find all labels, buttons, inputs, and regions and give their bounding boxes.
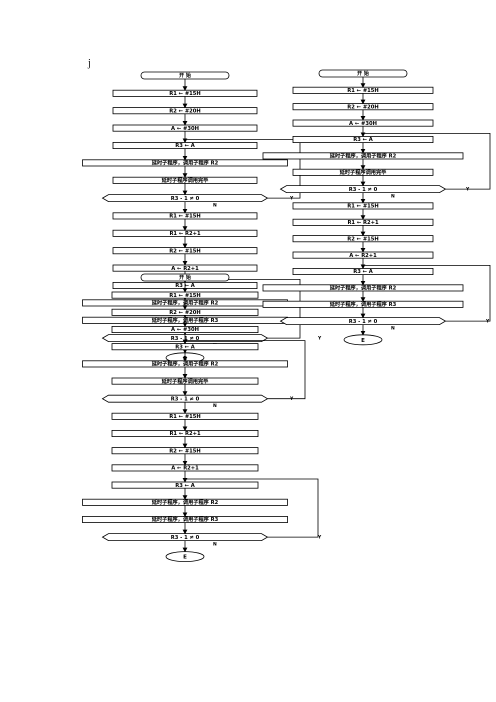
- process-label: R1 ← #15H: [169, 293, 200, 299]
- yes-label: Y: [289, 396, 294, 402]
- process-label: A ← #30H: [171, 327, 199, 333]
- process-label: R1 ← #15H: [347, 204, 378, 210]
- yes-label: Y: [289, 196, 294, 202]
- process-label: 延时子程序调用完毕: [161, 377, 210, 385]
- yes-label: Y: [465, 187, 470, 193]
- loop-back-line: [363, 132, 491, 190]
- loop-back-line: [363, 264, 491, 322]
- flowchart-right: 开 始 R1 ← #15H R2 ← #20H A ← #30H R3 ← A 延时子程序…: [262, 69, 491, 346]
- process-label: R1 ← #15H: [347, 88, 378, 94]
- end-label: E: [183, 555, 187, 561]
- process-label: R1 ← #15H: [169, 414, 200, 420]
- no-label: N: [213, 203, 217, 209]
- process-label: R2 ← #15H: [169, 448, 200, 454]
- loop-back-line: [185, 278, 301, 339]
- process-label: R3 ← A: [353, 269, 373, 275]
- process-label: R1 ← R2+1: [347, 220, 379, 226]
- end-label: E: [361, 338, 365, 344]
- process-label: R1 ← #15H: [169, 91, 200, 97]
- loop-back-line: [185, 340, 306, 400]
- no-label: N: [391, 194, 395, 200]
- yes-label: Y: [317, 535, 322, 541]
- process-label: A ← R2+1: [171, 266, 199, 272]
- process-label: 延时子程序，调用子程序 R3: [151, 515, 219, 523]
- process-label: 延时子程序，调用子程序 R3: [329, 300, 397, 308]
- decision-label: R3 - 1 ≠ 0: [171, 535, 200, 541]
- no-label: N: [213, 403, 217, 409]
- loop-back-line: [185, 138, 301, 199]
- yes-label: Y: [317, 336, 322, 342]
- decision-label: R3 - 1 ≠ 0: [349, 319, 378, 325]
- process-label: A ← R2+1: [349, 253, 377, 259]
- process-label: 延时子程序调用完毕: [161, 176, 210, 184]
- process-label: R2 ← #20H: [347, 104, 378, 110]
- stray-mark: j: [88, 58, 91, 69]
- process-label: R3 ← A: [175, 344, 195, 350]
- no-label: N: [391, 326, 395, 332]
- start-label: 开 始: [179, 72, 191, 79]
- process-label: R2 ← #20H: [169, 310, 200, 316]
- process-label: 延时子程序，调用子程序 R2: [151, 159, 219, 167]
- process-label: R2 ← #15H: [347, 236, 378, 242]
- start-label: 开 始: [357, 70, 369, 77]
- loop-back-line: [185, 478, 319, 538]
- decision-label: R3 - 1 ≠ 0: [349, 187, 378, 193]
- process-label: 延时子程序，调用子程序 R2: [151, 360, 219, 368]
- process-label: R2 ← #15H: [169, 248, 200, 254]
- process-label: R3 ← A: [175, 483, 195, 489]
- process-label: 延时子程序，调用子程序 R2: [329, 284, 397, 292]
- process-label: 延时子程序，调用子程序 R2: [329, 152, 397, 160]
- process-label: R3 ← A: [175, 143, 195, 149]
- yes-label: Y: [485, 319, 490, 325]
- process-label: A ← #30H: [349, 121, 377, 127]
- process-label: R3 ← A: [353, 137, 373, 143]
- process-label: R1 ← #15H: [169, 214, 200, 220]
- process-label: A ← R2+1: [171, 466, 199, 472]
- no-label: N: [213, 542, 217, 548]
- flowchart-left-bottom: 开 始 R1 ← #15H R2 ← #20H A ← #30H R3 ← A 延时子程序…: [82, 273, 322, 562]
- process-label: A ← #30H: [171, 126, 199, 132]
- process-label: R2 ← #20H: [169, 108, 200, 114]
- process-label: 延时子程序，调用子程序 R2: [151, 498, 219, 506]
- decision-label: R3 - 1 ≠ 0: [171, 397, 200, 403]
- process-label: R1 ← R2+1: [169, 231, 201, 237]
- process-label: 延时子程序调用完毕: [339, 168, 388, 176]
- process-label: R1 ← R2+1: [169, 431, 201, 437]
- start-label: 开 始: [179, 274, 191, 281]
- decision-label: R3 - 1 ≠ 0: [171, 196, 200, 202]
